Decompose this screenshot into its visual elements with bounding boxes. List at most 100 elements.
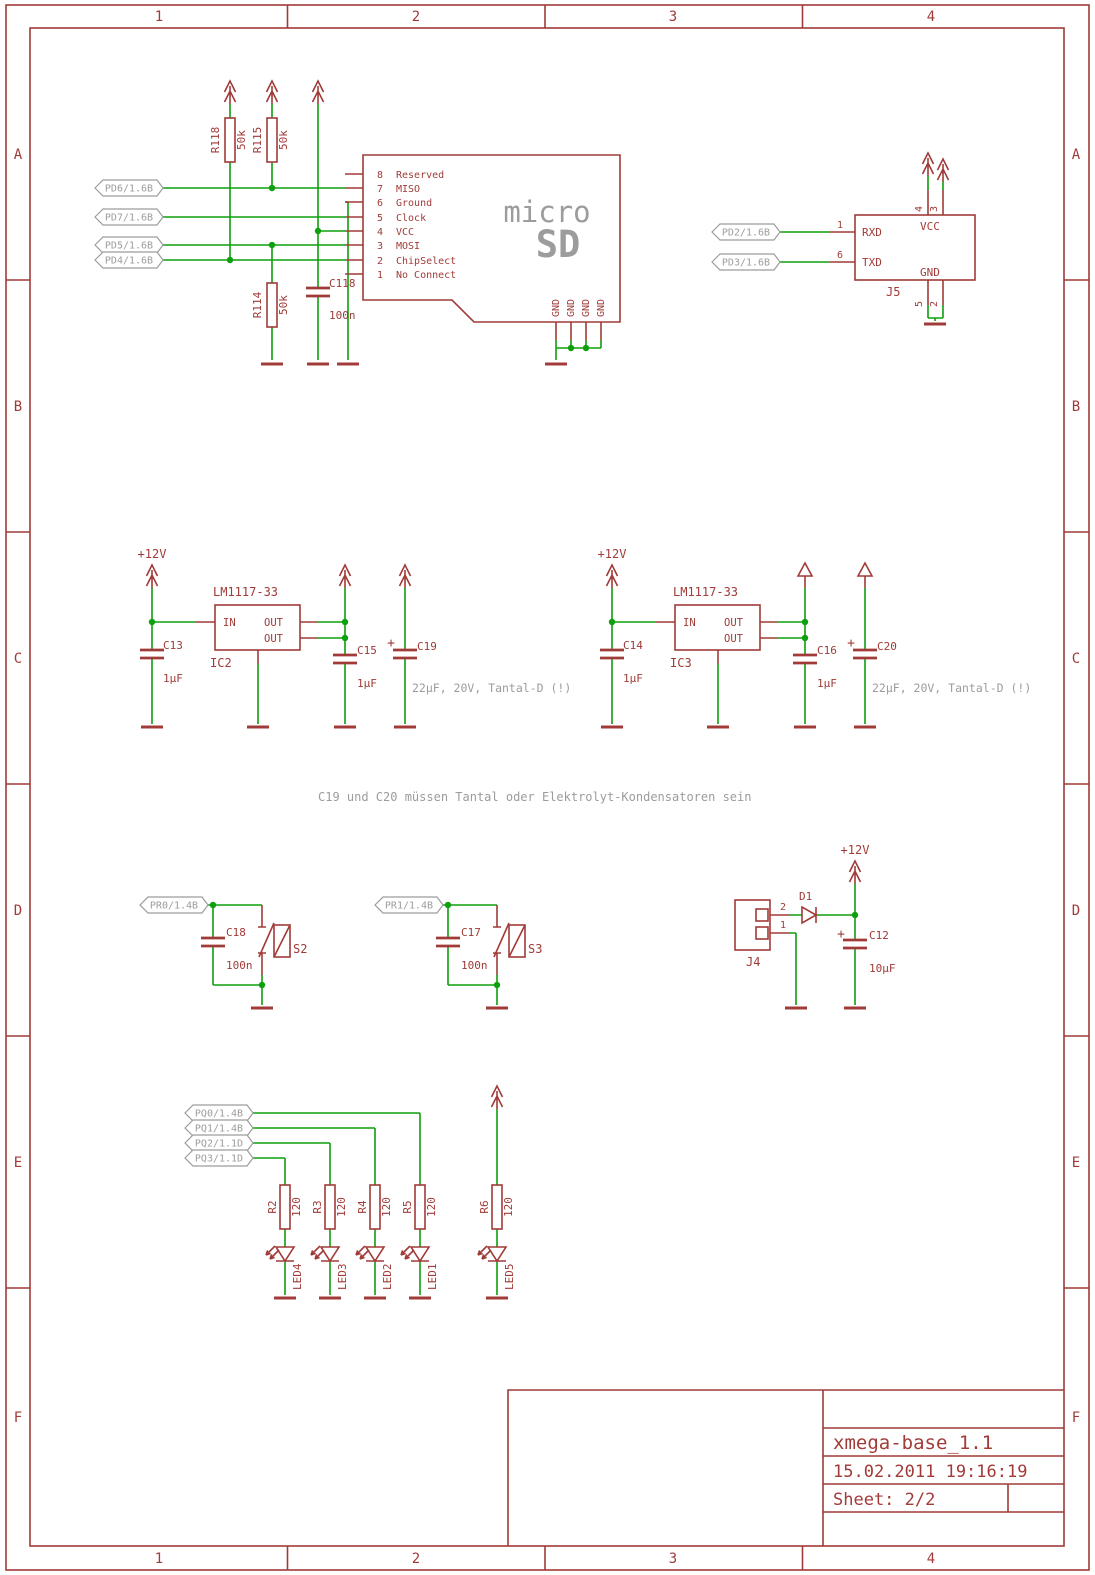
capacitor-c118 bbox=[304, 286, 332, 298]
resistor-r2 bbox=[279, 1184, 291, 1230]
net-flag-label: PQ1/1.4B bbox=[195, 1124, 243, 1135]
ic3-ref-label: IC3 bbox=[670, 656, 692, 670]
c18-name-label: C18 bbox=[226, 926, 246, 939]
led-symbol bbox=[265, 1245, 295, 1262]
c20-plus-label: + bbox=[847, 636, 855, 651]
sd-pin-number: 3 bbox=[377, 241, 383, 252]
resistor-value-label: 120 bbox=[425, 1197, 438, 1217]
led-name-label: LED1 bbox=[426, 1264, 439, 1291]
net-wires bbox=[208, 904, 263, 1005]
frame-row-label: B bbox=[14, 399, 22, 415]
net-flag-label: PQ0/1.4B bbox=[195, 1109, 243, 1120]
vcc-arrow-icon bbox=[311, 80, 325, 105]
ic3-pin-out-label: OUT bbox=[724, 633, 744, 645]
sheet-frame: 1 2 3 4 1 2 3 4 A B C D E F A B C D E F bbox=[5, 4, 1090, 1571]
ic2-outline bbox=[214, 604, 301, 651]
j5-gnd-label: GND bbox=[920, 266, 940, 279]
frame-row-label: E bbox=[14, 1155, 22, 1171]
c20-name-label: C20 bbox=[877, 640, 897, 653]
c17-name-label: C17 bbox=[461, 926, 481, 939]
frame-row-label: C bbox=[14, 651, 22, 667]
j4-outline bbox=[734, 899, 771, 951]
regulator-ic3: +12V LM1117-33 IC3 IN OUT OUT C14 1µF C1… bbox=[598, 547, 1031, 729]
ic2-pin-in-label: IN bbox=[223, 617, 236, 629]
junction-dots bbox=[444, 901, 501, 989]
drawing-title: xmega-base_1.1 bbox=[833, 1432, 993, 1454]
frame-row-label: D bbox=[1072, 903, 1080, 919]
net-flag-label: PR1/1.4B bbox=[385, 901, 433, 912]
led-array-circuit: PQ0/1.4B PQ1/1.4B PQ2/1.1D PQ3/1.1D R2 1… bbox=[184, 1085, 516, 1300]
led-symbol bbox=[355, 1245, 385, 1262]
junction-dots bbox=[209, 901, 266, 989]
capacitor-c13 bbox=[138, 648, 166, 660]
sd-gnd-pin-label: GND bbox=[581, 299, 592, 317]
title-block: xmega-base_1.1 15.02.2011 19:16:19 Sheet… bbox=[507, 1389, 1064, 1546]
net-wires bbox=[253, 1109, 498, 1295]
sd-pin-number: 4 bbox=[377, 227, 383, 238]
j5-vcc-label: VCC bbox=[920, 220, 940, 233]
capacitor-c20 bbox=[851, 648, 879, 660]
switch-s2-circuit: PR0/1.4B C18 100n S2 bbox=[139, 896, 307, 1010]
ic2-pin-out-label: OUT bbox=[264, 617, 284, 629]
frame-row-label: C bbox=[1072, 651, 1080, 667]
c19-name-label: C19 bbox=[417, 640, 437, 653]
c13-name-label: C13 bbox=[163, 639, 183, 652]
resistor-name-label: R5 bbox=[401, 1200, 414, 1213]
regulator-ic2: +12V LM1117-33 IC2 IN OUT OUT C13 1µF C1… bbox=[138, 547, 571, 729]
microsd-logo-sd: SD bbox=[536, 223, 581, 266]
vcc-arrow-icon bbox=[338, 564, 352, 589]
capacitor-c19 bbox=[391, 648, 419, 660]
ic3-outline bbox=[674, 604, 761, 651]
resistor-name-label: R3 bbox=[311, 1200, 324, 1213]
diode-d1 bbox=[801, 906, 817, 924]
junction-dots bbox=[226, 184, 590, 352]
switch-s3 bbox=[492, 904, 526, 976]
sd-pin-number: 7 bbox=[377, 184, 383, 195]
led-symbol bbox=[477, 1245, 507, 1262]
c13-value-label: 1µF bbox=[163, 672, 183, 685]
j5-pin-number: 1 bbox=[837, 220, 843, 231]
s3-ref-label: S3 bbox=[528, 942, 542, 956]
j5-txd-label: TXD bbox=[862, 256, 882, 269]
sd-pin-name: Reserved bbox=[396, 170, 444, 181]
resistor-value-label: 120 bbox=[290, 1197, 303, 1217]
j5-pin-number: 5 bbox=[914, 301, 925, 307]
c18-value-label: 100n bbox=[226, 959, 253, 972]
sheet-number: Sheet: 2/2 bbox=[833, 1490, 935, 1510]
microsd-logo-micro: micro bbox=[503, 195, 590, 229]
frame-col-label: 4 bbox=[927, 9, 935, 25]
sd-gnd-pin-label: GND bbox=[551, 299, 562, 317]
capacitor-c15 bbox=[331, 653, 359, 665]
sd-pin-number: 6 bbox=[377, 198, 383, 209]
capacitor-c14 bbox=[598, 648, 626, 660]
title-block-lines bbox=[507, 1389, 1064, 1546]
resistor-r4 bbox=[369, 1184, 381, 1230]
net-flag-label: PD2/1.6B bbox=[722, 228, 770, 239]
vcc-arrow-icon bbox=[936, 158, 950, 183]
r118-name-label: R118 bbox=[209, 127, 222, 154]
resistor-value-label: 120 bbox=[335, 1197, 348, 1217]
ic3-pin-out-label: OUT bbox=[724, 617, 744, 629]
frame-row-label: F bbox=[14, 1410, 22, 1426]
frame-outer-border bbox=[5, 4, 1090, 1571]
r114-name-label: R114 bbox=[251, 291, 264, 318]
net-flag-label: PD4/1.6B bbox=[105, 256, 153, 267]
resistor-name-label: R2 bbox=[266, 1200, 279, 1213]
c12-value-label: 10µF bbox=[869, 962, 896, 975]
c17-value-label: 100n bbox=[461, 959, 488, 972]
sd-gnd-pin-label: GND bbox=[566, 299, 577, 317]
sd-pin-number: 1 bbox=[377, 270, 383, 281]
c14-name-label: C14 bbox=[623, 639, 643, 652]
vcc-arrow-icon bbox=[223, 80, 237, 105]
net-flag-label: PD3/1.6B bbox=[722, 258, 770, 269]
r115-value-label: 50k bbox=[277, 130, 290, 150]
led-name-label: LED5 bbox=[503, 1264, 516, 1291]
net-flag-label: PD5/1.6B bbox=[105, 241, 153, 252]
c12-plus-label: + bbox=[837, 927, 845, 942]
capacitor-c18 bbox=[199, 936, 227, 948]
c20-value-label: 22µF, 20V, Tantal-D (!) bbox=[872, 681, 1031, 695]
frame-col-label: 3 bbox=[669, 9, 677, 25]
d1-name-label: D1 bbox=[799, 890, 812, 903]
resistor-r5 bbox=[414, 1184, 426, 1230]
